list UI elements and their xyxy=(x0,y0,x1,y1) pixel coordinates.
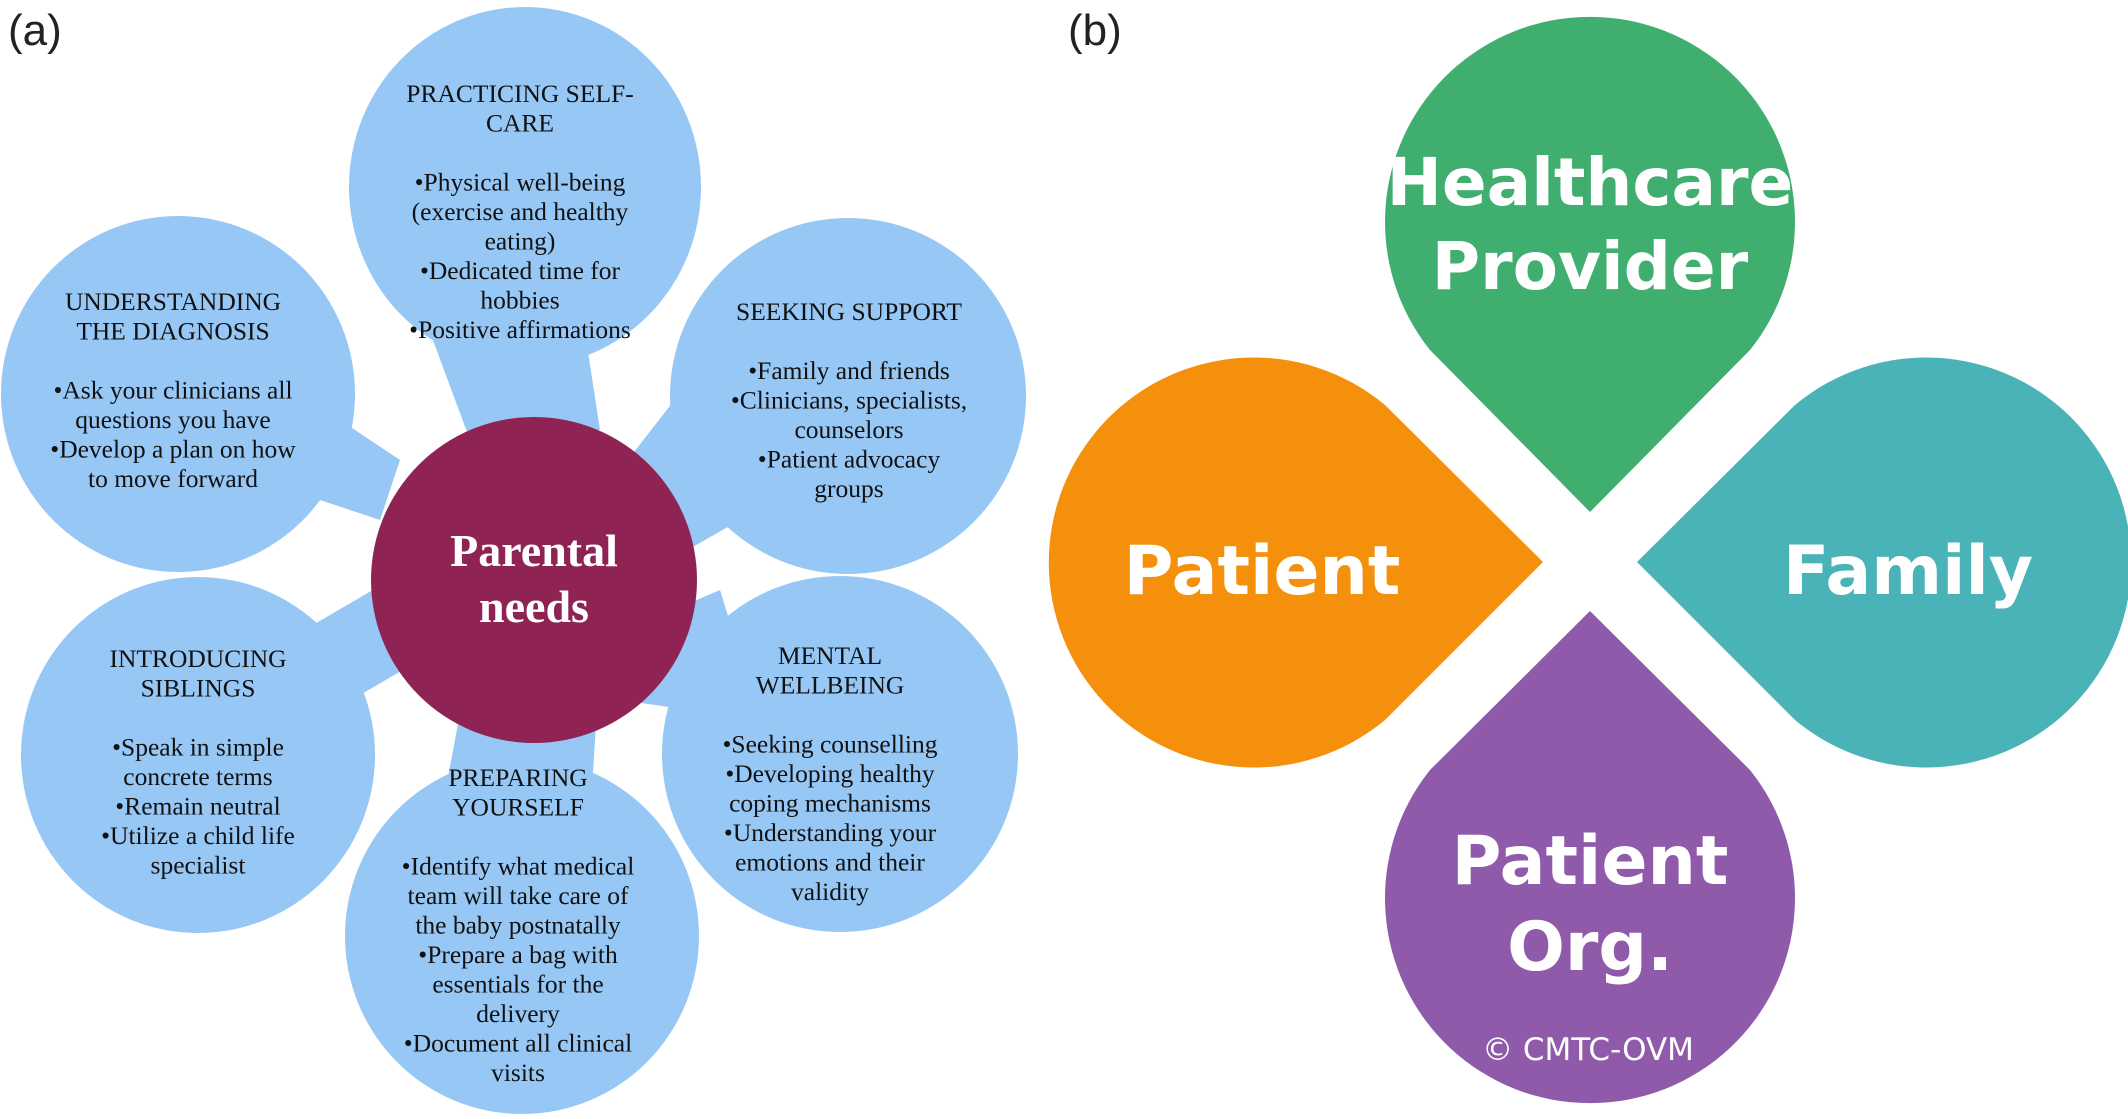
text-line: •Understanding your xyxy=(724,818,937,847)
text-line: •Document all clinical xyxy=(404,1029,632,1058)
text-line: •Ask your clinicians all xyxy=(53,376,292,405)
leaf-patient xyxy=(1048,357,1543,768)
leaf-family-text: Family xyxy=(1783,532,2033,611)
petal-self-care-text: PRACTICING SELF-CARE •Physical well-being… xyxy=(406,79,633,344)
text-line: concrete terms xyxy=(123,762,272,791)
text-line: •Prepare a bag with xyxy=(418,940,618,969)
text-line: •Utilize a child life xyxy=(101,821,295,850)
copyright-text: © CMTC-OVM xyxy=(1482,1032,1694,1068)
text-line: specialist xyxy=(151,851,246,880)
text-line: Family xyxy=(1783,532,2033,611)
text-line: UNDERSTANDING xyxy=(65,287,281,316)
text-line: Provider xyxy=(1432,228,1749,305)
text-line: •Develop a plan on how xyxy=(50,435,296,464)
text-line: visits xyxy=(491,1058,545,1087)
text-line: validity xyxy=(791,877,869,906)
text-line: INTRODUCING xyxy=(109,644,286,673)
text-line: PRACTICING SELF- xyxy=(406,79,633,108)
leaf-patient-org xyxy=(1385,611,1795,1104)
text-line: •Remain neutral xyxy=(115,792,280,821)
text-line: •Physical well-being xyxy=(415,168,626,197)
text-line: coping mechanisms xyxy=(729,789,931,818)
petal-diagnosis xyxy=(1,216,355,572)
text-line: •Patient advocacy xyxy=(758,445,941,474)
text-line: SEEKING SUPPORT xyxy=(736,297,962,326)
petal-support-text: SEEKING SUPPORT •Family and friends•Clini… xyxy=(731,297,967,503)
petal-self-care xyxy=(349,7,701,367)
text-line: YOURSELF xyxy=(452,793,584,822)
text-line: delivery xyxy=(476,999,560,1028)
text-line: counselors xyxy=(794,415,903,444)
text-line: the baby postnatally xyxy=(415,911,621,940)
text-line: Patient xyxy=(1124,532,1401,611)
panel-b-label: (b) xyxy=(1068,6,1122,55)
center-circle xyxy=(371,417,697,743)
text-line: •Identify what medical xyxy=(402,852,635,881)
text-line: •Clinicians, specialists, xyxy=(731,386,967,415)
text-line: Org. xyxy=(1507,908,1673,987)
petal-mental xyxy=(662,576,1018,932)
text-line: team will take care of xyxy=(408,881,629,910)
text-line: essentials for the xyxy=(432,970,603,999)
text-line: •Family and friends xyxy=(748,356,950,385)
leaf-family xyxy=(1637,357,2128,768)
petal-siblings xyxy=(21,577,375,933)
text-line: Healthcare xyxy=(1387,144,1794,221)
text-line: emotions and their xyxy=(735,848,925,877)
leaf-healthcare-provider xyxy=(1385,16,1795,512)
text-line: CARE xyxy=(486,109,554,138)
text-line: WELLBEING xyxy=(756,671,905,700)
text-line: groups xyxy=(814,474,883,503)
text-line: •Positive affirmations xyxy=(409,315,631,344)
panel-a-label: (a) xyxy=(8,6,62,55)
text-line: hobbies xyxy=(480,286,559,315)
text-line: eating) xyxy=(485,227,556,256)
text-line: PREPARING xyxy=(448,763,587,792)
text-line: •Speak in simple xyxy=(112,733,284,762)
text-line: •Developing healthy xyxy=(725,759,935,788)
text-line: (exercise and healthy xyxy=(412,197,629,226)
text-line: Parental xyxy=(450,525,618,576)
parental-needs-flower: PRACTICING SELF-CARE •Physical well-being… xyxy=(1,7,1026,1114)
petal-support xyxy=(670,218,1026,574)
text-line: •Seeking counselling xyxy=(722,730,937,759)
text-line: •Dedicated time for xyxy=(420,256,621,285)
leaf-patient-text: Patient xyxy=(1124,532,1401,611)
text-line: MENTAL xyxy=(778,641,882,670)
text-line: Patient xyxy=(1452,822,1729,901)
petal-preparing xyxy=(345,758,699,1114)
text-line: needs xyxy=(479,581,589,632)
text-line: to move forward xyxy=(88,464,258,493)
text-line: SIBLINGS xyxy=(141,674,256,703)
text-line: THE DIAGNOSIS xyxy=(76,317,269,346)
text-line: questions you have xyxy=(75,405,270,434)
